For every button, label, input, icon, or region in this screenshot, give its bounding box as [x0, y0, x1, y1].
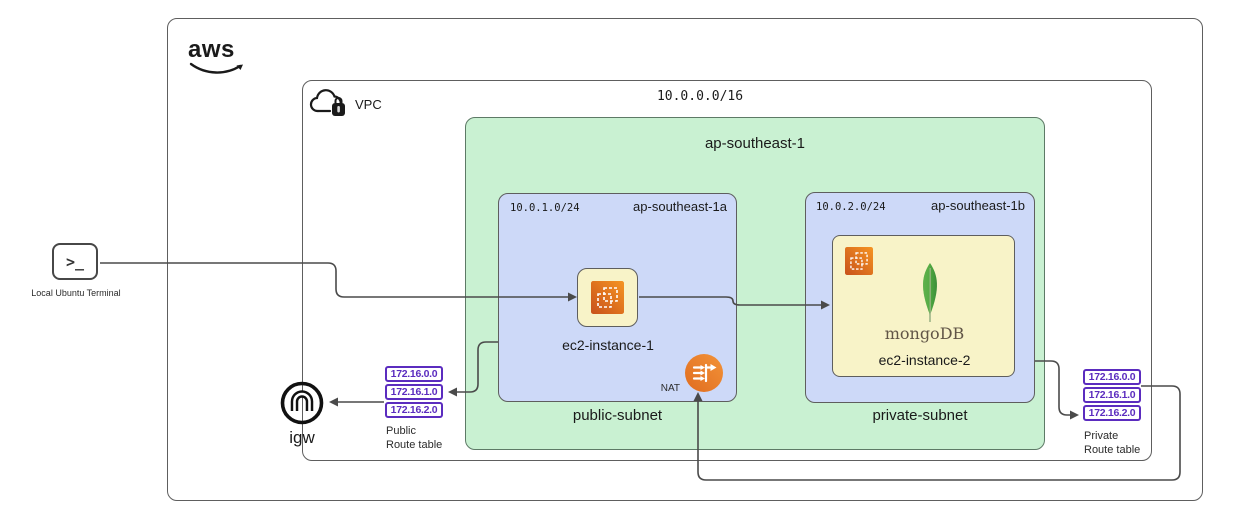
nat-label: NAT: [660, 383, 680, 394]
route-entry: 172.16.2.0: [1083, 405, 1141, 421]
mongodb-wordmark: mongoDB: [884, 324, 965, 343]
private-route-table-title: Private Route table: [1084, 430, 1141, 456]
ec2-instance-1-box: [577, 268, 638, 327]
outer-container-box: [167, 18, 1203, 501]
private-route-table: 172.16.0.0 172.16.1.0 172.16.2.0: [1083, 369, 1141, 423]
igw-icon: [280, 381, 324, 425]
igw-label: igw: [289, 428, 315, 447]
vpc-box: [302, 80, 1152, 461]
nat-gateway-icon: [685, 354, 723, 392]
private-subnet-label: private-subnet: [872, 407, 968, 424]
mongodb-leaf-icon: [923, 263, 937, 322]
vpc-cidr: 10.0.0.0/16: [656, 89, 744, 104]
region-label: ap-southeast-1: [704, 135, 806, 152]
public-route-table-title: Public Route table: [386, 425, 443, 451]
private-subnet-cidr: 10.0.2.0/24: [816, 201, 886, 213]
vpc-label: VPC: [355, 97, 382, 112]
aws-logo-text: aws: [188, 36, 235, 63]
ec2-icon-small: [845, 247, 873, 275]
terminal-glyph: >_: [65, 252, 85, 271]
terminal-icon: >_: [52, 243, 98, 280]
vpc-icon: [309, 89, 345, 116]
aws-logo: aws: [188, 38, 246, 76]
aws-swoosh-icon: [189, 62, 243, 74]
route-entry: 172.16.1.0: [385, 384, 443, 400]
route-entry: 172.16.2.0: [385, 402, 443, 418]
route-entry: 172.16.0.0: [1083, 369, 1141, 385]
public-route-table: 172.16.0.0 172.16.1.0 172.16.2.0: [385, 366, 443, 420]
terminal-label: Local Ubuntu Terminal: [31, 288, 121, 298]
route-entry: 172.16.1.0: [1083, 387, 1141, 403]
ec2-icon: [591, 281, 624, 314]
ec2-instance-2-label: ec2-instance-2: [878, 352, 971, 368]
public-subnet-label: public-subnet: [572, 407, 663, 424]
arrowheads: [329, 292, 1079, 420]
route-entry: 172.16.0.0: [385, 366, 443, 382]
public-subnet-az: ap-southeast-1a: [633, 199, 727, 214]
public-subnet-cidr: 10.0.1.0/24: [510, 202, 580, 214]
ec2-instance-2-box: mongoDB ec2-instance-2: [832, 235, 1015, 377]
private-subnet-az: ap-southeast-1b: [931, 198, 1025, 213]
ec2-instance-1-label: ec2-instance-1: [562, 337, 654, 353]
